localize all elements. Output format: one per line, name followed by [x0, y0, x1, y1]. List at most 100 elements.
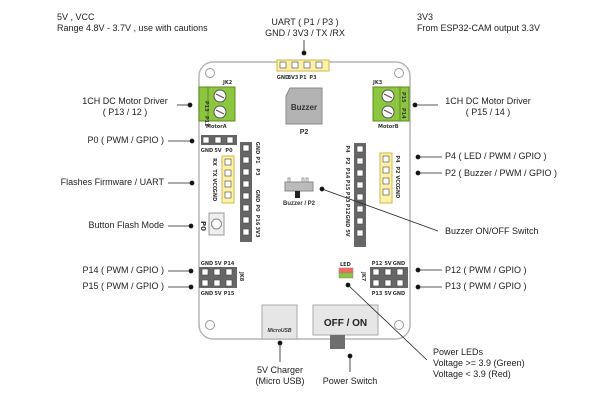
uart-title: UART ( P1 / P3 )	[271, 17, 339, 27]
uart-pin-label: GND	[277, 75, 289, 81]
p14-p15-pin[interactable]	[213, 279, 221, 287]
button-circle-icon	[211, 218, 222, 230]
p0-pin[interactable]	[226, 136, 234, 144]
switch-knob[interactable]	[295, 191, 300, 198]
pin-label: TX	[211, 169, 217, 176]
motor-left-pins: ( P13 / 12 )	[102, 107, 148, 117]
buzzer	[285, 87, 323, 125]
flash-pin[interactable]	[224, 169, 232, 177]
flash-pin[interactable]	[224, 191, 232, 199]
charger-title: 5V Charger	[256, 365, 304, 375]
p14-p15-pin[interactable]	[225, 268, 233, 276]
uart-header[interactable]	[276, 59, 330, 72]
pin-label: 5V	[384, 261, 391, 267]
pin-label: P12	[372, 261, 383, 267]
jk3-pin-2: P14	[400, 108, 406, 119]
p12-p13-pin[interactable]	[384, 279, 392, 287]
power-label: OFF / ON	[324, 318, 367, 329]
micro-usb-port[interactable]	[261, 304, 298, 340]
p4p2-pin[interactable]	[382, 177, 390, 185]
pin-label: GND	[344, 215, 350, 227]
uart-pin[interactable]	[303, 61, 311, 69]
p12-p13-pin[interactable]	[396, 279, 404, 287]
p0-pin[interactable]	[202, 136, 210, 144]
pin-label: P1	[254, 156, 260, 164]
power-leds-title: Power LEDs	[433, 347, 484, 357]
motor-a-label: MotorA	[206, 124, 227, 130]
p12-p13-pin[interactable]	[372, 268, 380, 276]
left-column-pin[interactable]	[242, 156, 250, 164]
charger-sub: (Micro USB)	[255, 376, 305, 386]
p4p2-pin[interactable]	[382, 155, 390, 163]
led-label: LED	[340, 262, 351, 268]
p12-p13-pin[interactable]	[384, 268, 392, 276]
pin-label: GND	[254, 142, 260, 154]
pin-label: P2	[394, 166, 400, 174]
uart-pin[interactable]	[315, 61, 323, 69]
left-column-pin[interactable]	[242, 144, 250, 152]
p14-p15-pin[interactable]	[213, 268, 221, 276]
p14-label: P14 ( PWM / GPIO )	[82, 265, 164, 275]
power-leds-red: Voltage < 3.9 (Red)	[433, 369, 511, 379]
right-column-pin[interactable]	[356, 229, 364, 237]
right-column-pin[interactable]	[356, 169, 364, 177]
led-red	[338, 267, 354, 274]
p12-p13-pin[interactable]	[396, 268, 404, 276]
p14-p15-pin[interactable]	[201, 279, 209, 287]
uart-pin[interactable]	[279, 61, 287, 69]
right-column-pin[interactable]	[356, 205, 364, 213]
power-knob[interactable]	[330, 335, 345, 349]
pin-label: GND	[394, 186, 400, 198]
button-flash-label: Button Flash Mode	[88, 220, 164, 230]
left-column-pin[interactable]	[242, 180, 250, 188]
right-column-pin[interactable]	[356, 217, 364, 225]
p4p2-pin[interactable]	[382, 188, 390, 196]
flash-pin[interactable]	[224, 180, 232, 188]
p0-pin[interactable]	[214, 136, 222, 144]
left-column-pin[interactable]	[242, 192, 250, 200]
pin-label: P13	[344, 192, 350, 203]
buzzer-switch-label: Buzzer ON/OFF Switch	[445, 226, 539, 236]
p12-p13-pin[interactable]	[372, 279, 380, 287]
pin-label: GND	[211, 189, 217, 201]
power-switch[interactable]	[312, 304, 379, 336]
pin-label: GND	[393, 261, 405, 267]
jk8-label: JK8	[238, 271, 244, 282]
motor-right-title: 1CH DC Motor Driver	[445, 96, 531, 106]
flash-uart-header[interactable]	[221, 155, 235, 204]
right-column-pin[interactable]	[356, 145, 364, 153]
pin-label: GND	[201, 291, 213, 297]
jk2-label: JK2	[222, 80, 233, 86]
pin-label: GND	[254, 190, 260, 202]
p14-p15-pin[interactable]	[225, 279, 233, 287]
pin-label: 5V	[214, 291, 221, 297]
pin-label: VCC	[394, 175, 400, 187]
buzzer-switch[interactable]	[284, 181, 314, 192]
left-column-pin[interactable]	[242, 168, 250, 176]
mount-hole-icon	[205, 320, 215, 330]
p15-label: P15 ( PWM / GPIO )	[82, 281, 164, 291]
motor-left-title: 1CH DC Motor Driver	[82, 96, 168, 106]
left-column-pin[interactable]	[242, 228, 250, 236]
pin-label: P14	[344, 168, 350, 179]
uart-pin-label: P1	[299, 75, 307, 81]
motor-right-pins: ( P15 / 14 )	[465, 107, 511, 117]
pin-label: P14	[224, 261, 235, 267]
pin-label: 5V	[384, 291, 391, 297]
jk3-label: JK3	[372, 80, 383, 86]
p14-p15-pin[interactable]	[201, 268, 209, 276]
uart-pin[interactable]	[291, 61, 299, 69]
left-column-pin[interactable]	[242, 204, 250, 212]
leader-lines	[168, 40, 442, 372]
left-column-pin[interactable]	[242, 216, 250, 224]
flash-pin[interactable]	[224, 158, 232, 166]
right-column-pin[interactable]	[356, 181, 364, 189]
right-column-pin[interactable]	[356, 157, 364, 165]
uart-pin-label: P3	[309, 75, 317, 81]
right-column-pin[interactable]	[356, 193, 364, 201]
pin-label: GND	[393, 291, 405, 297]
pin-label: 5V	[214, 261, 221, 267]
p4p2-pin[interactable]	[382, 166, 390, 174]
pin-label: P0	[254, 204, 260, 212]
